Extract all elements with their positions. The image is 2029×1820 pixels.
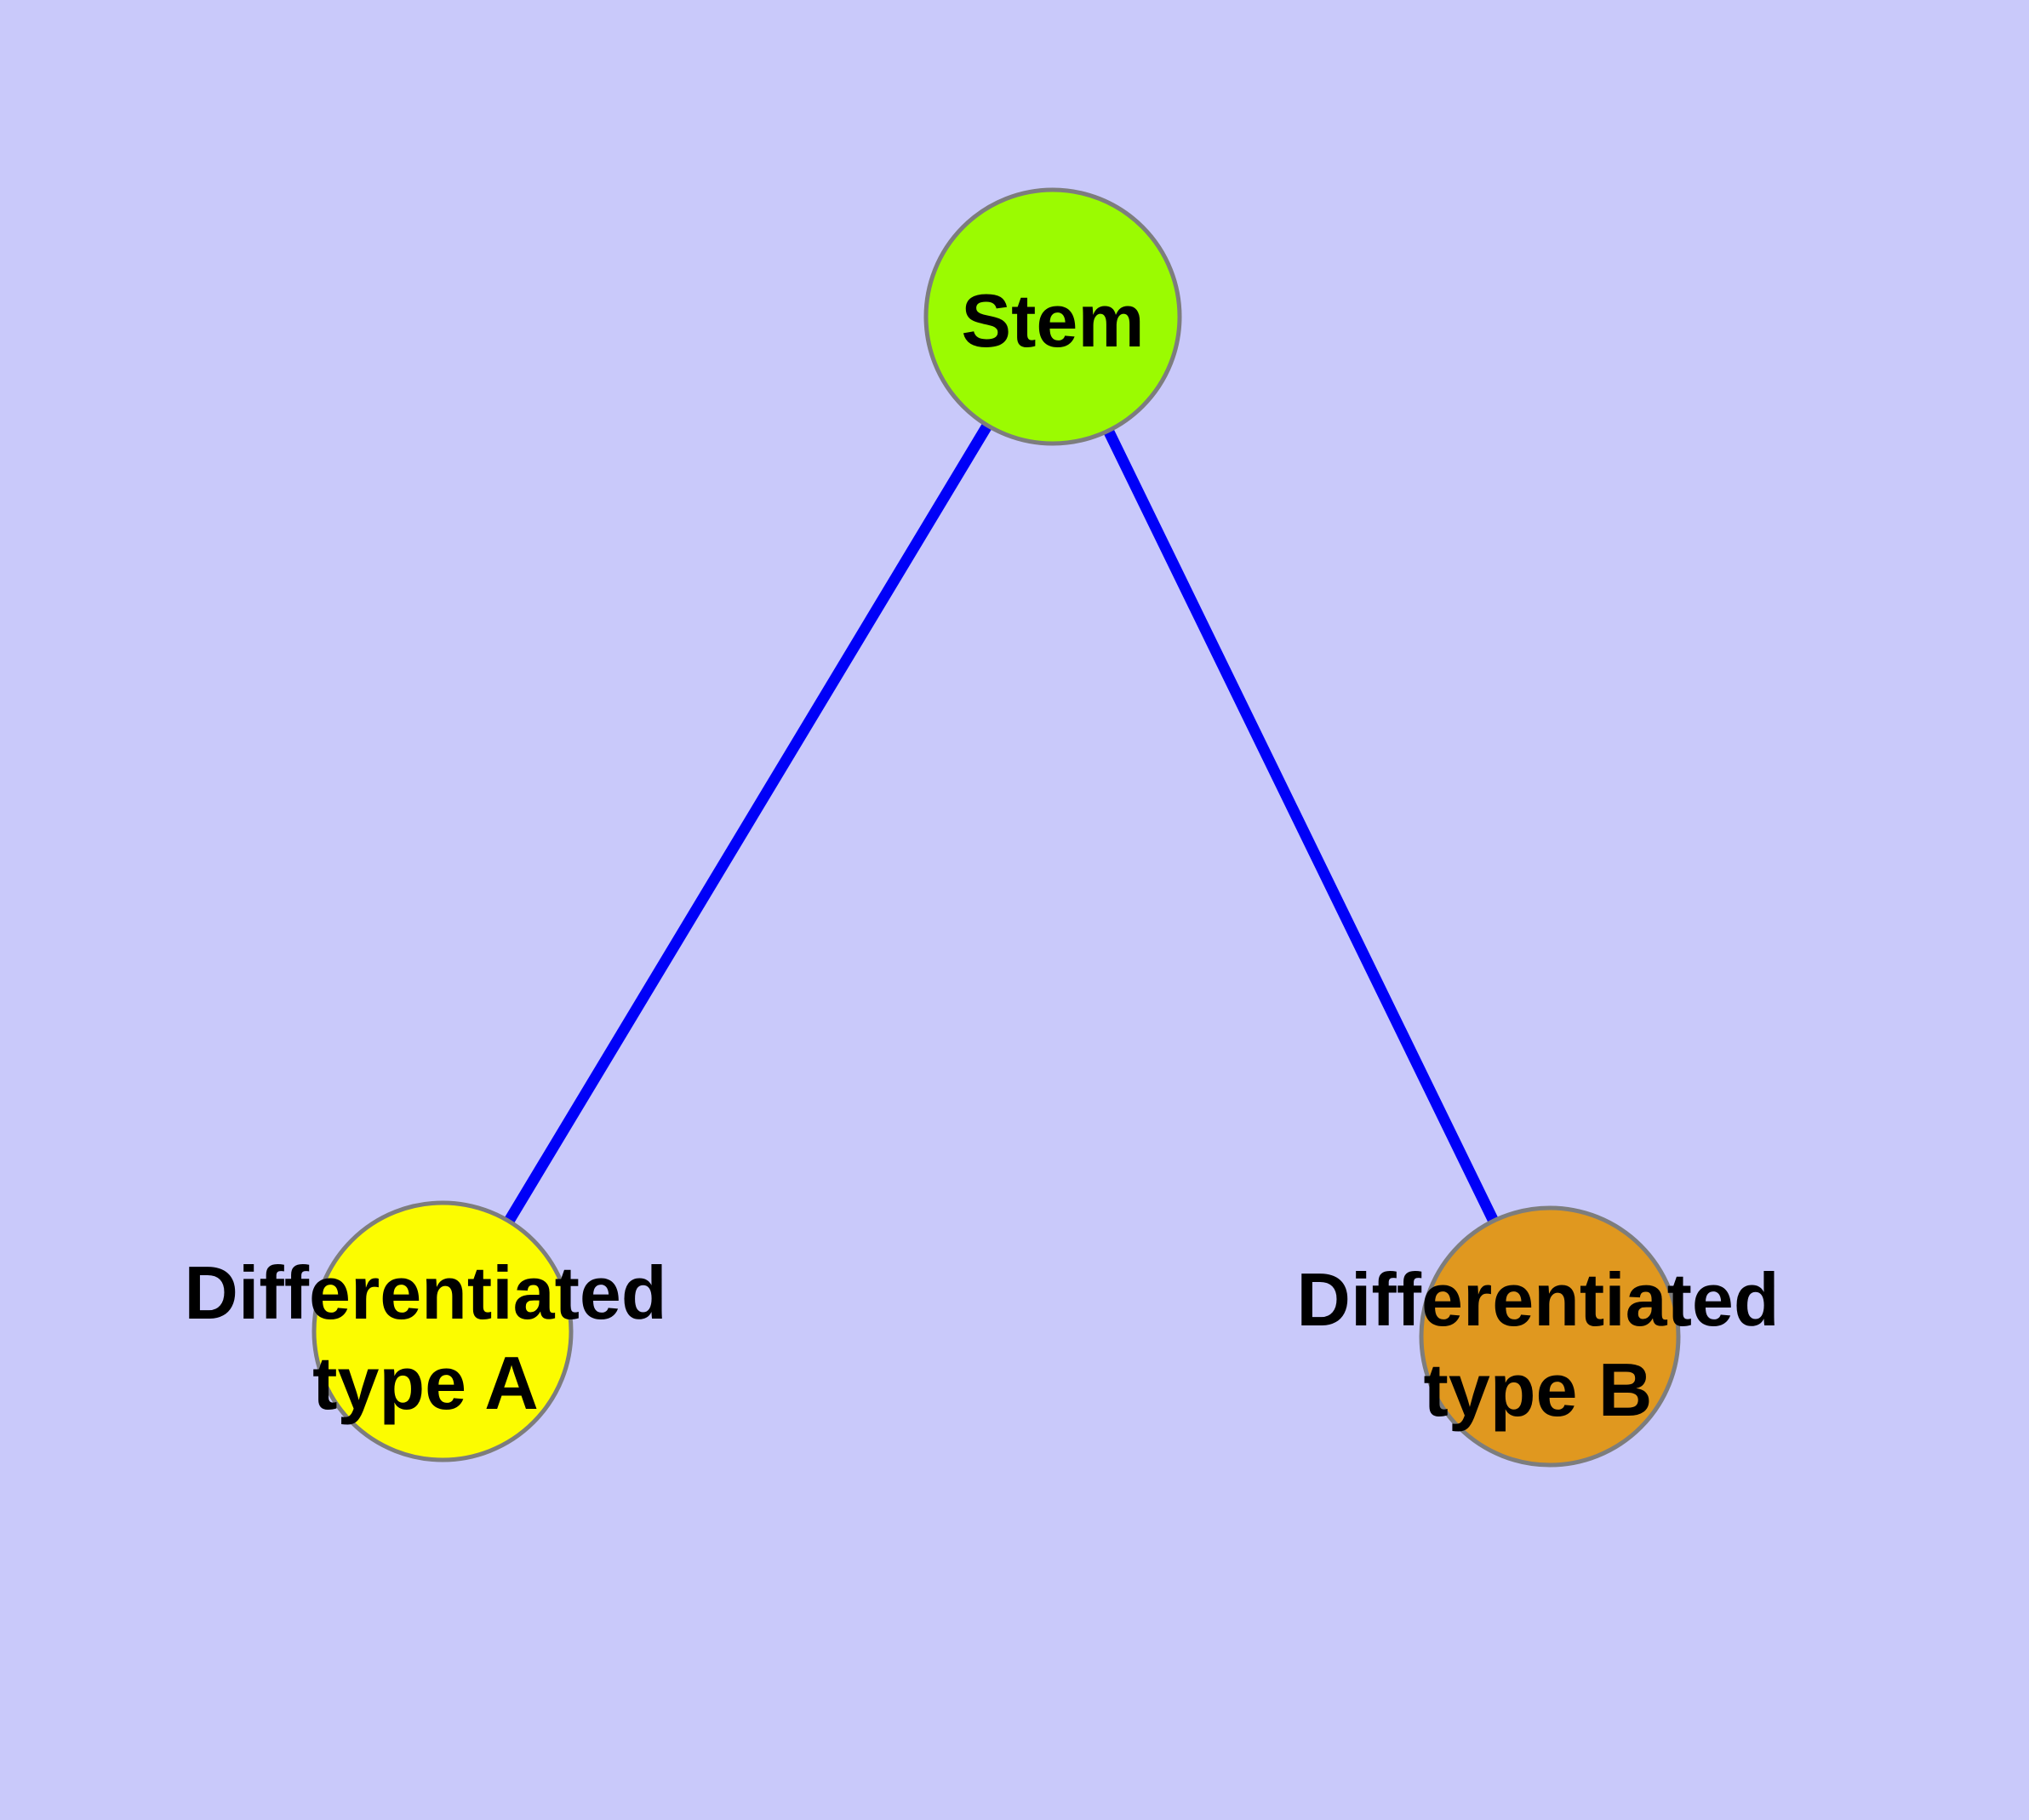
node-label-type-b-line-2: type B — [1424, 1348, 1653, 1432]
edge-stem-to-type-a — [437, 313, 1058, 1335]
node-stem — [923, 187, 1182, 446]
node-label-type-b-line-1: Differentiated — [1296, 1257, 1779, 1342]
edge-stem-to-type-b — [1048, 314, 1555, 1339]
node-differentiated-type-a — [311, 1200, 574, 1462]
node-label-stem: Stem — [961, 278, 1144, 363]
node-label-type-a-line-1: Differentiated — [184, 1251, 666, 1335]
node-differentiated-type-b — [1419, 1205, 1681, 1468]
node-label-type-a-line-2: type A — [312, 1341, 539, 1425]
